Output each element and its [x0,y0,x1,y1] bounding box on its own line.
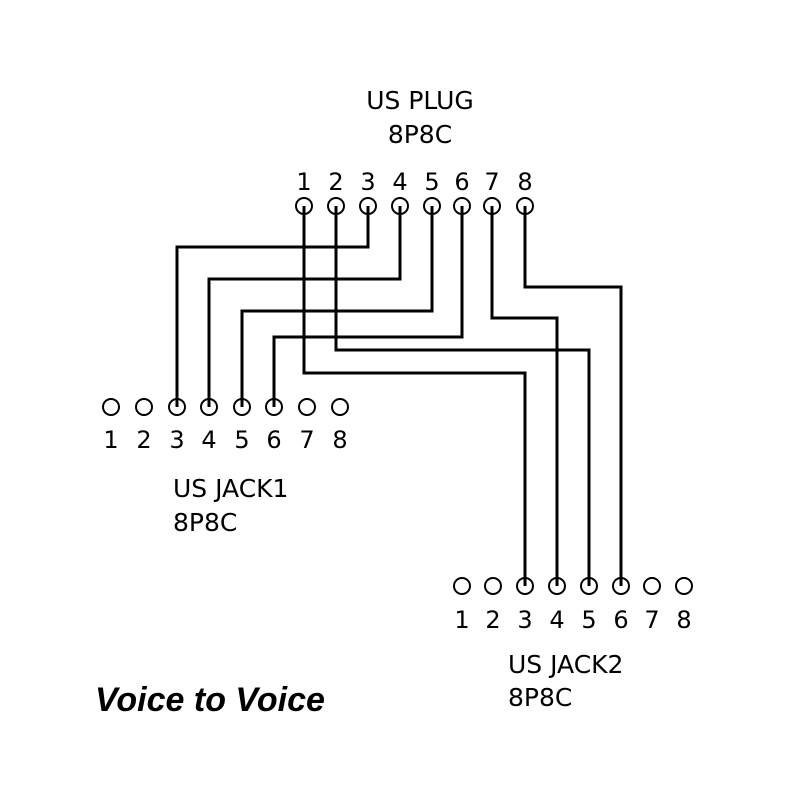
jack1-type: 8P8C [173,508,237,537]
wire-plug7-jack2-pin4 [490,206,559,586]
jack1-pin-7 [298,398,316,416]
jack2-name: US JACK2 [508,650,623,679]
jack1-pin-label-6: 6 [266,426,281,454]
plug-type: 8P8C [388,120,452,149]
jack2-pin-2 [484,577,502,595]
jack2-pin-8 [675,577,693,595]
jack1-pin-label-5: 5 [234,426,249,454]
jack2-pin-label-8: 8 [676,606,691,634]
jack2-pin-7 [643,577,661,595]
wire-plug3-jack1-pin3 [175,206,370,407]
jack2-pin-label-4: 4 [549,606,564,634]
jack1-pin-2 [135,398,153,416]
jack2-type: 8P8C [508,683,572,712]
jack1-pin-label-8: 8 [332,426,347,454]
jack2-pin-label-6: 6 [613,606,628,634]
jack2-pin-label-3: 3 [517,606,532,634]
plug-pin-label-4: 4 [392,168,407,196]
jack2-pin-label-2: 2 [485,606,500,634]
plug-pin-label-2: 2 [328,168,343,196]
jack2-pin-label-7: 7 [644,606,659,634]
wire-plug6-jack1-pin6 [272,206,464,407]
wire-plug2-jack2-pin5 [334,206,591,586]
plug-pin-label-8: 8 [517,168,532,196]
jack1-pin-label-1: 1 [103,426,118,454]
plug-name: US PLUG [366,86,474,115]
wires-group [175,206,623,586]
jack1-pin-8 [331,398,349,416]
diagram-title: Voice to Voice [95,681,325,719]
jack1-pin-label-2: 2 [136,426,151,454]
jack1-pin-label-3: 3 [169,426,184,454]
jack2-pin-1 [453,577,471,595]
jack1-pin-label-4: 4 [201,426,216,454]
jack1-pin-1 [102,398,120,416]
plug-pin-label-5: 5 [424,168,439,196]
plug-pin-label-3: 3 [360,168,375,196]
plug-pin-label-1: 1 [296,168,311,196]
jack1-pin-label-7: 7 [299,426,314,454]
jack1-name: US JACK1 [173,474,288,503]
plug-pin-label-6: 6 [454,168,469,196]
wire-plug8-jack2-pin6 [523,206,623,586]
wire-plug1-jack2-pin3 [302,206,527,586]
plug-pin-label-7: 7 [484,168,499,196]
jack2-pin-label-1: 1 [454,606,469,634]
jack2-pin-label-5: 5 [581,606,596,634]
